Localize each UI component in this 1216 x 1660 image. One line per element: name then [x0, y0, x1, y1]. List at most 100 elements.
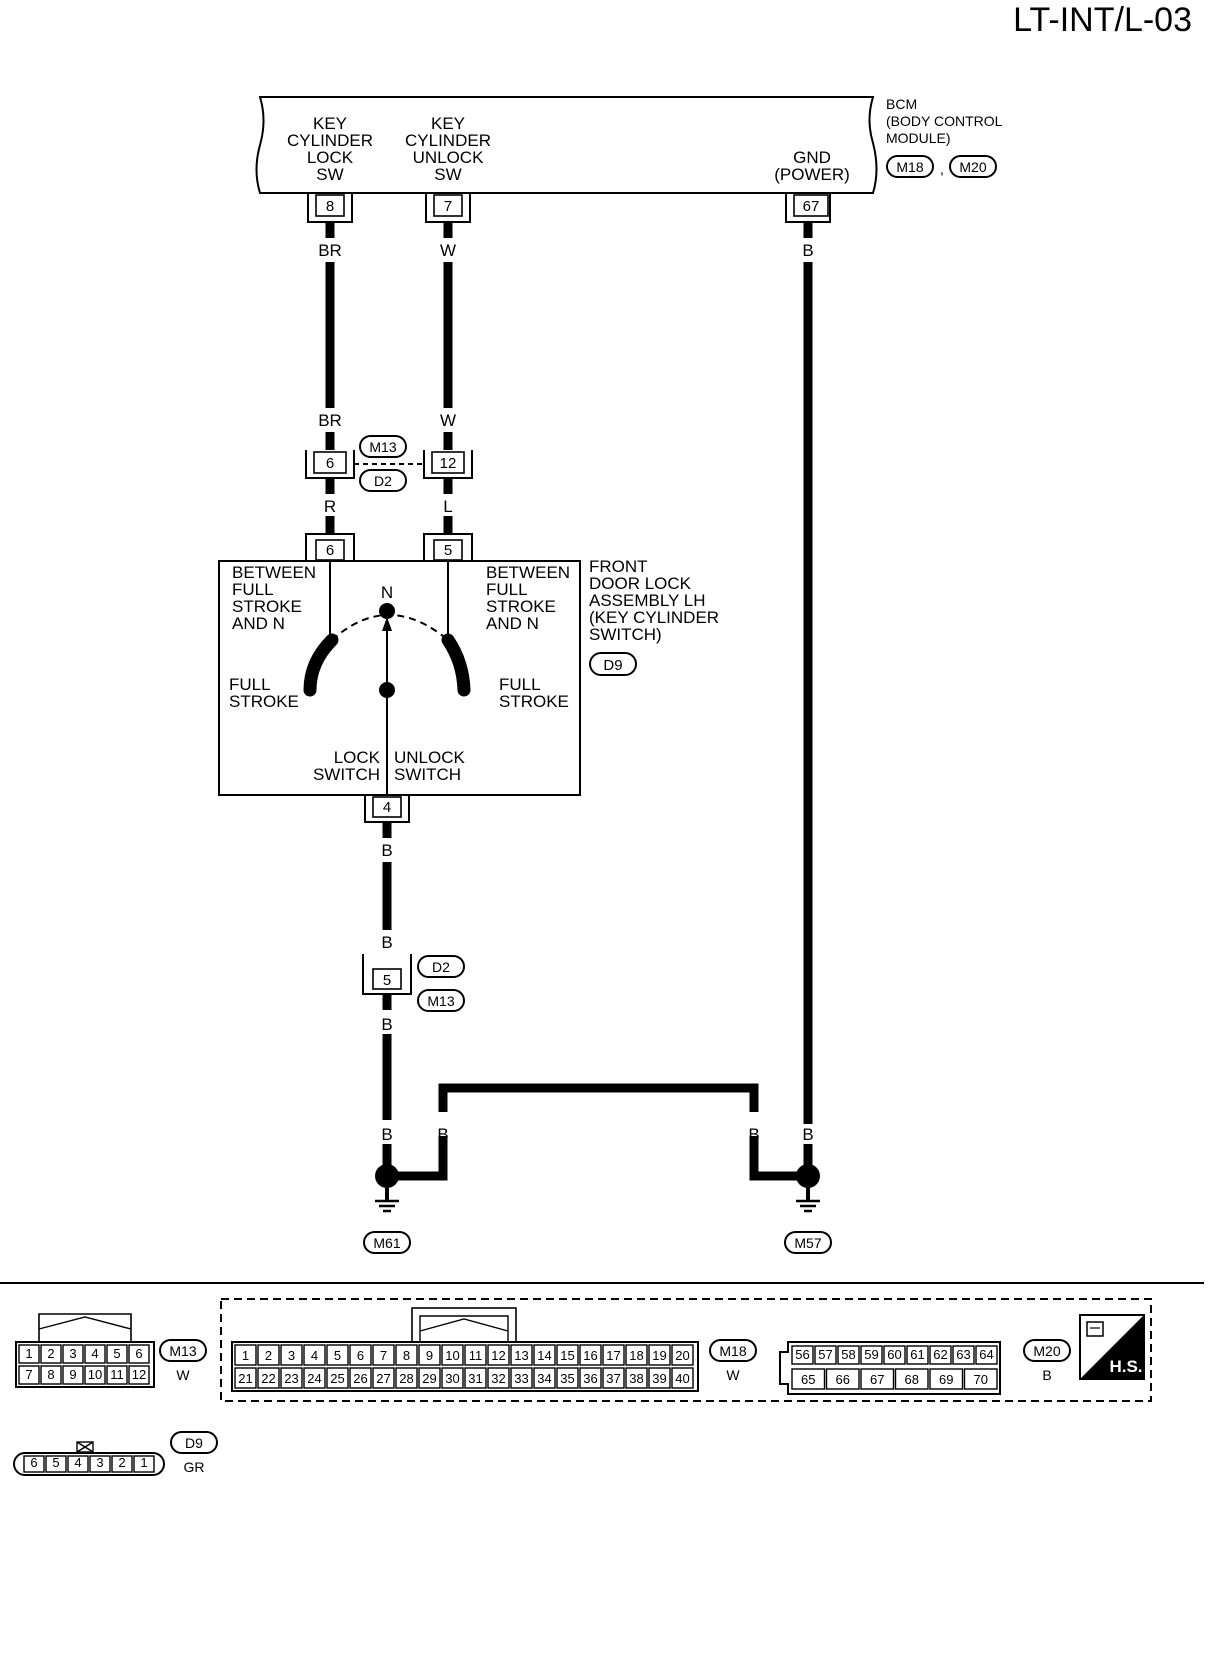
svg-text:10: 10 — [88, 1367, 102, 1382]
svg-text:32: 32 — [491, 1371, 505, 1386]
svg-text:19: 19 — [652, 1348, 666, 1363]
connector-cavity: 21 — [234, 1367, 257, 1389]
svg-text:SWITCH: SWITCH — [394, 765, 461, 784]
svg-text:UNLOCK: UNLOCK — [413, 148, 485, 167]
svg-text:STROKE: STROKE — [229, 692, 299, 711]
connector-cavity: 19 — [648, 1344, 671, 1366]
svg-text:4: 4 — [383, 799, 391, 816]
connector-cavity: 31 — [464, 1367, 487, 1389]
connector-cavity: 39 — [648, 1367, 671, 1389]
svg-text:12: 12 — [491, 1348, 505, 1363]
svg-text:M13: M13 — [427, 993, 454, 1009]
connector-cavity: 33 — [510, 1367, 533, 1389]
wire-color-label: B — [381, 841, 392, 860]
svg-text:5: 5 — [52, 1455, 59, 1470]
connector-cavity: 6 — [23, 1455, 45, 1473]
connector-cavity: 37 — [602, 1367, 625, 1389]
connector-cavity: 22 — [257, 1367, 280, 1389]
svg-text:GND: GND — [793, 148, 831, 167]
svg-text:M20: M20 — [959, 159, 986, 175]
wire-color-label: BR — [318, 411, 342, 430]
svg-text:BCM: BCM — [886, 96, 917, 112]
svg-text:23: 23 — [284, 1371, 298, 1386]
connector-ref-d2: D2 — [359, 469, 407, 492]
svg-text:6: 6 — [30, 1455, 37, 1470]
connector-cavity: 16 — [579, 1344, 602, 1366]
svg-text:GR: GR — [184, 1459, 205, 1475]
svg-text:DOOR LOCK: DOOR LOCK — [589, 574, 692, 593]
right-between-label: BETWEEN FULL STROKE AND N — [486, 563, 570, 633]
svg-text:64: 64 — [979, 1347, 993, 1362]
bcm-unlock-sw-label: KEY CYLINDER UNLOCK SW — [405, 114, 491, 184]
svg-text:SW: SW — [316, 165, 343, 184]
connector-cavity: 15 — [556, 1344, 579, 1366]
svg-text:M61: M61 — [373, 1235, 400, 1251]
junction-connector-pin-12: 12 — [423, 450, 473, 479]
connector-cavity: 62 — [929, 1345, 952, 1365]
connector-cavity: 3 — [89, 1455, 111, 1473]
svg-text:STROKE: STROKE — [499, 692, 569, 711]
ground-bridge-wire — [397, 1083, 798, 1181]
connector-cavity: 3 — [62, 1344, 84, 1364]
svg-text:31: 31 — [468, 1371, 482, 1386]
svg-text:33: 33 — [514, 1371, 528, 1386]
connector-cavity: 4 — [84, 1344, 106, 1364]
svg-text:12: 12 — [132, 1367, 146, 1382]
svg-text:3: 3 — [288, 1348, 295, 1363]
ground-symbol-m61: M61 — [363, 1164, 411, 1254]
svg-text:36: 36 — [583, 1371, 597, 1386]
page-id: LT-INT/L-03 — [1013, 1, 1192, 39]
harness-side-icon: H.S. — [1079, 1314, 1145, 1380]
svg-text:11: 11 — [469, 1348, 483, 1363]
svg-text:68: 68 — [905, 1372, 919, 1387]
bcm-gnd-label: GND (POWER) — [774, 148, 850, 184]
svg-text:D9: D9 — [185, 1435, 203, 1451]
svg-text:FULL: FULL — [229, 675, 271, 694]
wire-color-label: B — [381, 933, 392, 952]
key-cylinder-switch-symbol — [303, 561, 471, 795]
bcm-pin-7: 7 — [425, 194, 471, 223]
svg-text:UNLOCK: UNLOCK — [394, 748, 466, 767]
door-lock-assembly-box — [218, 560, 581, 796]
svg-text:M13: M13 — [369, 439, 396, 455]
svg-text:M13: M13 — [169, 1343, 196, 1359]
svg-text:28: 28 — [399, 1371, 413, 1386]
svg-text:5: 5 — [334, 1348, 341, 1363]
svg-text:60: 60 — [887, 1347, 901, 1362]
connector-cavity: 58 — [837, 1345, 860, 1365]
connector-ref-d2: D2 — [417, 955, 465, 978]
connector-cavity: 9 — [62, 1365, 84, 1385]
svg-text:37: 37 — [606, 1371, 620, 1386]
connector-cavity: 8 — [40, 1365, 62, 1385]
neutral-label: N — [381, 583, 393, 602]
bcm-pin-67: 67 — [785, 194, 831, 223]
svg-text:,: , — [940, 161, 944, 177]
svg-text:17: 17 — [606, 1348, 620, 1363]
svg-text:56: 56 — [795, 1347, 809, 1362]
svg-text:29: 29 — [422, 1371, 436, 1386]
wire-color-label: W — [440, 411, 456, 430]
wire-color-label: B — [748, 1125, 759, 1144]
svg-text:18: 18 — [629, 1348, 643, 1363]
svg-text:CYLINDER: CYLINDER — [405, 131, 491, 150]
lock-switch-label: LOCK SWITCH — [313, 748, 381, 784]
svg-text:B: B — [1042, 1367, 1051, 1383]
connector-cavity: 9 — [418, 1344, 441, 1366]
svg-text:14: 14 — [537, 1348, 551, 1363]
svg-text:6: 6 — [135, 1346, 142, 1361]
svg-text:BETWEEN: BETWEEN — [486, 563, 570, 582]
svg-text:35: 35 — [560, 1371, 574, 1386]
svg-text:39: 39 — [652, 1371, 666, 1386]
wire-color-label: BR — [318, 241, 342, 260]
bcm-name: BCM (BODY CONTROL MODULE) — [886, 96, 1003, 146]
svg-text:MODULE): MODULE) — [886, 130, 951, 146]
connector-cavity: 64 — [975, 1345, 998, 1365]
svg-text:57: 57 — [818, 1347, 832, 1362]
svg-text:30: 30 — [445, 1371, 459, 1386]
connector-cavity: 60 — [883, 1345, 906, 1365]
connector-cavity: 2 — [257, 1344, 280, 1366]
connector-cavity: 23 — [280, 1367, 303, 1389]
svg-text:40: 40 — [675, 1371, 689, 1386]
svg-text:11: 11 — [110, 1367, 124, 1382]
